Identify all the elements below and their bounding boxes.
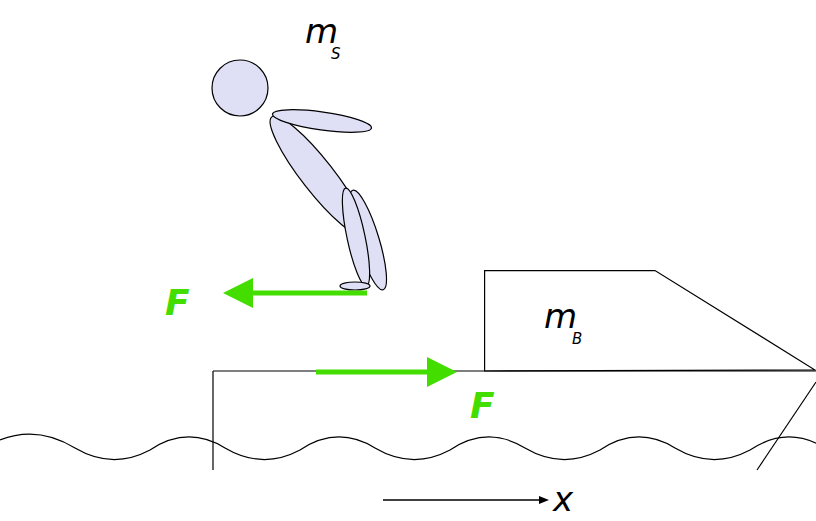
force-arrow	[316, 370, 432, 375]
swimmer-figure	[212, 60, 394, 293]
axis-arrow	[383, 499, 540, 501]
force-label: F	[165, 285, 190, 321]
axis-label: x	[553, 482, 573, 516]
water-waves	[0, 434, 816, 459]
mass-subscript: B	[572, 332, 582, 347]
boat-hull	[213, 371, 816, 470]
boat-cabin: mB	[484, 270, 816, 371]
force-arrow	[248, 291, 367, 296]
mass-symbol: m	[544, 299, 577, 333]
force-label: F	[470, 388, 495, 424]
mass-symbol: m	[305, 14, 338, 48]
mass-subscript: S	[331, 47, 341, 62]
cabin-outline	[484, 270, 816, 371]
